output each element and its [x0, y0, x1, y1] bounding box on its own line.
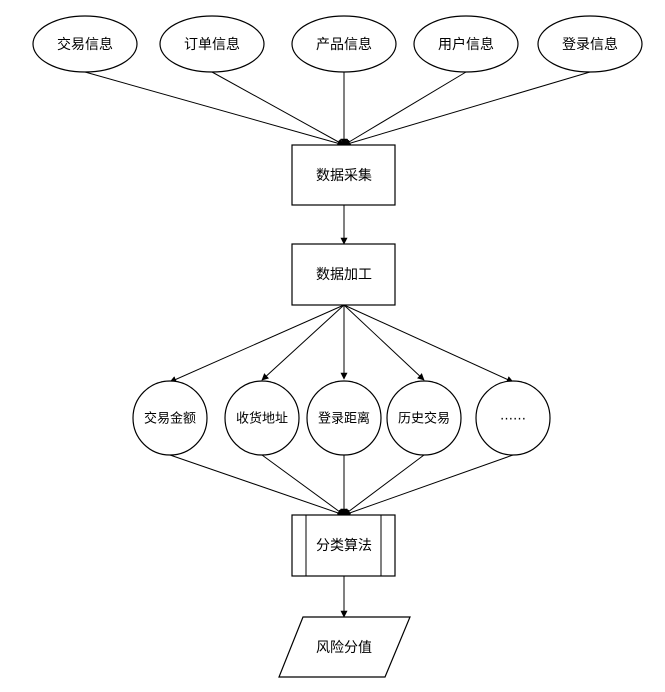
process-node: 数据加工: [291, 243, 396, 306]
feature-label: 登录距离: [318, 411, 370, 427]
source-label: 产品信息: [316, 36, 372, 53]
process-label: 数据加工: [316, 267, 372, 283]
collect-label: 数据采集: [316, 167, 372, 184]
source-ellipse: [32, 15, 138, 73]
algorithm-node: 分类算法: [291, 514, 396, 577]
feature-circle: [224, 380, 300, 456]
feature-node: 历史交易: [386, 380, 462, 456]
feature-node: 交易金额: [132, 380, 208, 456]
edge-source-5: [343, 71, 591, 147]
feature-label: ……: [500, 409, 526, 424]
source-label: 交易信息: [57, 36, 113, 53]
edges-features-to-algorithm: [169, 454, 514, 517]
edge-source-1: [84, 71, 345, 147]
source-ellipse: [537, 15, 643, 73]
collect-box: [291, 144, 396, 206]
edge-alg-5: [343, 454, 514, 517]
feature-label: 收货地址: [236, 411, 288, 427]
output-label: 风险分值: [316, 640, 372, 656]
source-node: 登录信息: [537, 15, 643, 73]
edge-source-4: [343, 71, 467, 146]
edge-alg-1: [169, 454, 345, 517]
feature-label: 历史交易: [398, 411, 450, 427]
source-ellipse: [159, 15, 265, 73]
feature-node: 收货地址: [224, 380, 300, 456]
source-label: 登录信息: [562, 36, 618, 53]
feature-node: 登录距离: [306, 380, 382, 456]
feature-circle: [306, 380, 382, 456]
edges-process-to-features: [169, 304, 514, 383]
collect-node: 数据采集: [291, 144, 396, 206]
source-node: 交易信息: [32, 15, 138, 73]
edge-feature-4: [343, 304, 425, 381]
algorithm-label: 分类算法: [316, 538, 372, 554]
source-node: 产品信息: [291, 15, 397, 73]
output-parallelogram: [278, 616, 411, 678]
source-label: 订单信息: [184, 36, 240, 53]
edge-feature-2: [261, 304, 345, 381]
source-node: 用户信息: [413, 15, 519, 73]
feature-label: 交易金额: [144, 411, 196, 427]
feature-node: ……: [475, 380, 551, 456]
edge-alg-4: [343, 454, 425, 516]
source-ellipse: [413, 15, 519, 73]
output-node: 风险分值: [278, 616, 411, 678]
edge-alg-2: [261, 454, 345, 516]
edge-feature-5: [343, 304, 514, 383]
feature-circle: [132, 380, 208, 456]
edge-source-2: [211, 71, 345, 146]
algorithm-box: [291, 514, 396, 577]
process-box: [291, 243, 396, 306]
feature-circle: [386, 380, 462, 456]
feature-circle: [475, 380, 551, 456]
source-label: 用户信息: [438, 36, 494, 53]
source-ellipse: [291, 15, 397, 73]
source-node: 订单信息: [159, 15, 265, 73]
edge-feature-1: [169, 304, 345, 383]
edges-sources-to-collect: [84, 71, 591, 147]
